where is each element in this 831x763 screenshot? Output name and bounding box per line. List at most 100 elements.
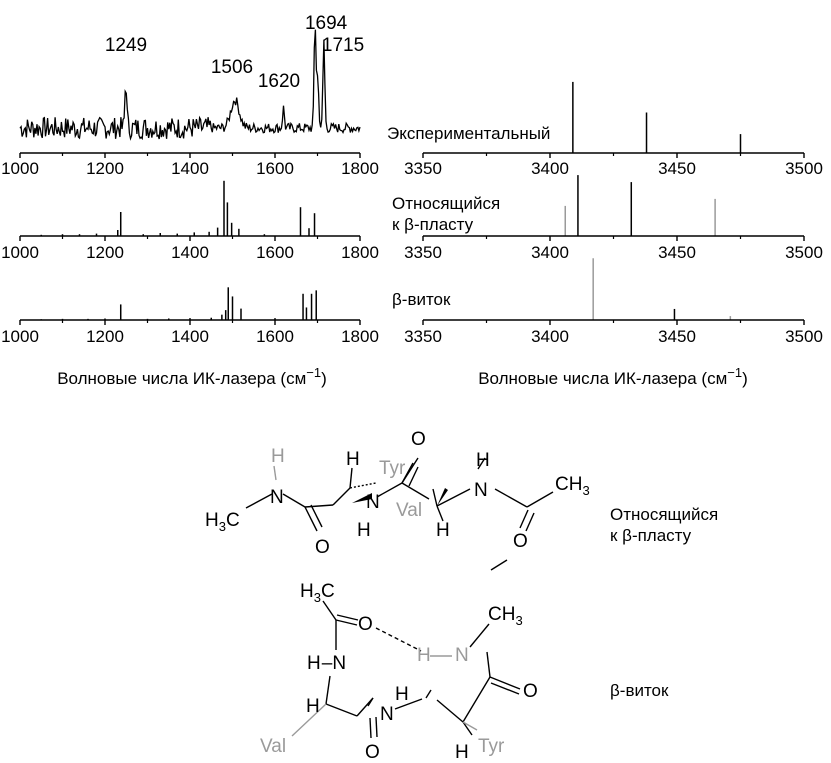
- molecule-sheet-label-line2: к β-пласту: [610, 526, 692, 545]
- molecule-turn-label: β-виток: [610, 681, 669, 700]
- bonds-sheet: [245, 457, 554, 522]
- tick-label: 3450: [658, 243, 696, 262]
- x-axis-right-1: 3350 3400 3450 3500: [404, 152, 823, 178]
- molecule-beta-turn: H3C O H N CH3 H–N H Val O H N H Tyr O β-…: [260, 559, 669, 763]
- sheet-calc-fingerprint-sticks: [40, 180, 316, 236]
- panel-left-1: 1249 1506 1620 1694 1715 1000 1200 1400 160…: [1, 13, 379, 178]
- hash-bond-sheet: [349, 482, 377, 489]
- atom-o-sheet-3: O: [513, 531, 528, 552]
- atom-h3c-sheet: H3C: [205, 510, 240, 534]
- peak-label-1506: 1506: [211, 57, 253, 78]
- tick-label: 1000: [1, 159, 39, 178]
- atom-ch3-sheet: CH3: [555, 474, 590, 498]
- atom-n-turn-grey: N: [455, 645, 469, 666]
- tick-label: 3500: [785, 243, 823, 262]
- tick-label: 1200: [86, 243, 124, 262]
- atom-h-sheet-5: H: [476, 450, 490, 471]
- tick-label: 1400: [171, 327, 209, 346]
- atom-tyr-sheet: Tyr: [379, 458, 406, 479]
- tick-label: 1400: [171, 159, 209, 178]
- atom-o-turn-1: O: [358, 614, 373, 635]
- bonds-sheet-grey: [273, 465, 277, 481]
- tick-label: 1800: [341, 159, 379, 178]
- atom-h-turn-grey: H: [417, 645, 431, 666]
- molecule-sheet-label-line1: Относящийся: [610, 505, 718, 524]
- tick-label: 3400: [531, 327, 569, 346]
- x-axis-right-3: 3350 3400 3450 3500: [404, 319, 823, 346]
- atom-n-sheet-3: N: [474, 480, 488, 501]
- atom-h-sheet-4: H: [436, 520, 450, 541]
- panel-right-1: Экспериментальный 3350 3400 3450 3500: [387, 81, 823, 178]
- peak-label-1694: 1694: [305, 13, 348, 34]
- bonds-turn-grey: [291, 655, 478, 737]
- atom-val-turn: Val: [260, 736, 286, 757]
- atom-h-sheet-3: H: [357, 520, 371, 541]
- tick-label: 3500: [785, 159, 823, 178]
- atom-o-turn-3: O: [523, 681, 538, 702]
- tick-label: 1000: [1, 243, 39, 262]
- turn-calc-fingerprint-sticks: [40, 287, 317, 320]
- atom-h-turn-3: H: [395, 684, 409, 705]
- bond-n-ch3-turn: [469, 623, 490, 648]
- tick-label: 3400: [531, 243, 569, 262]
- label-experimental: Экспериментальный: [387, 124, 550, 143]
- tick-label: 3500: [785, 327, 823, 346]
- panel-right-3: β-виток 3350 3400 3450 3500: [392, 258, 823, 346]
- tick-label: 1600: [256, 327, 294, 346]
- tick-label: 3450: [658, 327, 696, 346]
- panel-right-2: Относящийся к β-пласту 3350 3400 3450 3500: [392, 175, 823, 262]
- atom-h-turn-2: H: [306, 696, 320, 717]
- tick-label: 1600: [256, 159, 294, 178]
- turn-calc-nh-sticks: [592, 258, 732, 320]
- atom-o-sheet-1: O: [315, 537, 330, 558]
- wedge-bond-sheet: [352, 493, 372, 503]
- peak-label-1715: 1715: [322, 35, 364, 56]
- experimental-nh-sticks: [572, 81, 742, 153]
- atom-o-sheet-2: O: [411, 429, 426, 450]
- peak-annotations: 1249 1506 1620 1694 1715: [105, 13, 364, 92]
- hydrogen-bond-turn: [375, 627, 422, 652]
- tick-label: 3450: [658, 159, 696, 178]
- panel-left-2: 1000 1200 1400 1600 1800: [1, 180, 379, 262]
- peak-label-1620: 1620: [258, 71, 300, 92]
- atom-tyr-turn: Tyr: [478, 736, 505, 757]
- tick-label: 1800: [341, 243, 379, 262]
- atom-h-turn-4: H: [455, 742, 469, 763]
- tick-label: 1800: [341, 327, 379, 346]
- sheet-calc-nh-sticks: [564, 175, 716, 236]
- x-axis-right-2: 3350 3400 3450 3500: [404, 235, 823, 262]
- wedge-bond-sheet-2: [437, 488, 448, 506]
- tick-label: 1400: [171, 243, 209, 262]
- tick-label: 3350: [404, 159, 442, 178]
- tick-label: 3350: [404, 243, 442, 262]
- label-sheet-line2: к β-пласту: [392, 215, 474, 234]
- tick-label: 3400: [531, 159, 569, 178]
- tick-label: 1600: [256, 243, 294, 262]
- tick-label: 3350: [404, 327, 442, 346]
- tick-label: 1000: [1, 327, 39, 346]
- x-axis-title-right: Волновые числа ИК-лазера (см−1): [478, 365, 748, 388]
- atom-val-sheet: Val: [396, 500, 422, 521]
- x-axis-left-2: 1000 1200 1400 1600 1800: [1, 235, 379, 262]
- peak-label-1249: 1249: [105, 35, 147, 56]
- double-bonds-sheet: [304, 462, 535, 532]
- label-turn: β-виток: [392, 290, 451, 309]
- bonds-turn: [322, 559, 508, 736]
- atom-o-turn-2: O: [365, 742, 380, 763]
- atom-h-sheet-2: H: [346, 449, 360, 470]
- atom-n-sheet-2: N: [366, 492, 380, 513]
- atom-h3c-turn: H3C: [300, 581, 335, 605]
- atom-hn-turn: H–N: [307, 653, 346, 674]
- label-sheet-line1: Относящийся: [392, 194, 500, 213]
- atom-h-sheet-1: H: [271, 446, 285, 467]
- x-axis-title-left: Волновые числа ИК-лазера (см−1): [57, 365, 327, 388]
- x-axis-left-1: 1000 1200 1400 1600 1800: [1, 152, 379, 178]
- tick-label: 1200: [86, 159, 124, 178]
- atom-n-sheet-1: N: [270, 487, 284, 508]
- double-bonds-turn: [335, 614, 521, 739]
- atom-n-turn-2: N: [380, 704, 394, 725]
- atom-ch3-turn: CH3: [488, 604, 523, 628]
